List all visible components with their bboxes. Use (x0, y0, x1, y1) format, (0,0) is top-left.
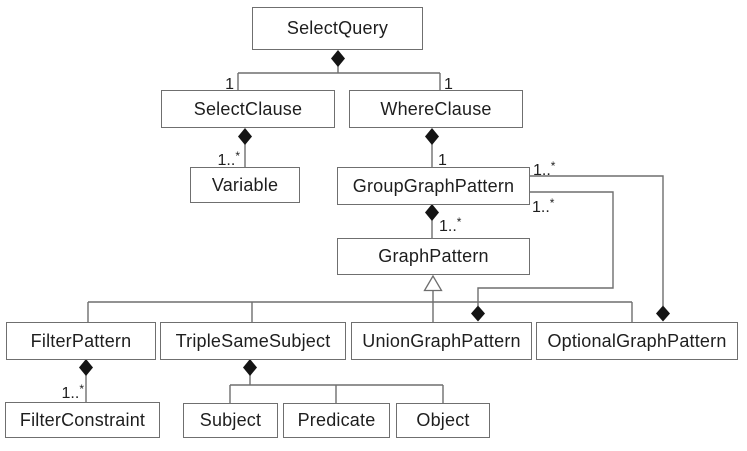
class-box-subject: Subject (183, 403, 278, 438)
class-box-graphpattern: GraphPattern (337, 238, 530, 275)
class-name-triplesamesubject: TripleSameSubject (175, 330, 331, 351)
class-name-groupgraphpattern: GroupGraphPattern (352, 175, 515, 196)
multiplicity-sup: * (456, 215, 462, 229)
connector-selectquery-children (237, 66, 441, 91)
class-box-whereclause: WhereClause (349, 90, 523, 128)
composition-diamond-groupgraphpattern (425, 204, 439, 221)
class-name-subject: Subject (199, 410, 262, 430)
multiplicity-base: 1.. (532, 199, 550, 216)
class-box-optionalgraphpattern: OptionalGraphPattern (536, 322, 738, 360)
multiplicity-base: 1.. (439, 218, 457, 235)
class-name-selectquery: SelectQuery (286, 18, 389, 38)
multiplicity-whereclause-groupgraphpattern: 1 (438, 147, 447, 170)
class-box-selectquery: SelectQuery (252, 7, 423, 50)
class-box-uniongraphpattern: UnionGraphPattern (351, 322, 532, 360)
multiplicity-selectquery-whereclause: 1 (444, 71, 453, 94)
class-name-predicate: Predicate (297, 410, 376, 430)
class-box-filterconstraint: FilterConstraint (5, 402, 160, 438)
composition-diamond-whereclause (425, 128, 439, 145)
composition-diamond-selectquery (331, 50, 345, 67)
multiplicity-filterpattern-filterconstraint: 1..* (46, 380, 84, 403)
connector-triplesamesubject-children (229, 375, 444, 404)
class-box-object: Object (396, 403, 490, 438)
class-box-filterpattern: FilterPattern (6, 322, 156, 360)
class-name-object: Object (416, 410, 470, 430)
generalization-triangle-graphpattern (423, 274, 443, 292)
class-box-predicate: Predicate (283, 403, 390, 438)
multiplicity-base: 1.. (533, 162, 551, 179)
class-name-filterpattern: FilterPattern (30, 330, 132, 351)
class-name-graphpattern: GraphPattern (378, 246, 489, 266)
multiplicity-sup: * (79, 382, 84, 396)
class-name-uniongraphpattern: UnionGraphPattern (362, 330, 521, 351)
class-name-filterconstraint: FilterConstraint (19, 409, 146, 430)
multiplicity-selectclause-variable: 1..* (202, 147, 240, 170)
multiplicity-uniongraphpattern-groupgraphpattern: 1..* (532, 194, 554, 217)
multiplicity-groupgraphpattern-graphpattern: 1..* (439, 213, 461, 236)
class-name-whereclause: WhereClause (380, 98, 492, 119)
multiplicity-base: 1 (225, 76, 234, 93)
class-box-selectclause: SelectClause (161, 90, 335, 128)
composition-diamond-optionalgraphpattern (656, 305, 670, 322)
composition-diamond-filterpattern (79, 359, 93, 376)
class-box-triplesamesubject: TripleSameSubject (160, 322, 346, 360)
composition-diamond-selectclause (238, 128, 252, 145)
multiplicity-sup: * (235, 149, 240, 163)
class-name-variable: Variable (211, 174, 279, 195)
multiplicity-base: 1.. (61, 385, 80, 402)
class-box-variable: Variable (190, 167, 300, 203)
connector-uniongraphpattern-groupgraphpattern (477, 191, 614, 306)
multiplicity-optionalgraphpattern-groupgraphpattern: 1..* (533, 157, 555, 180)
composition-diamond-triplesamesubject (243, 359, 257, 376)
class-name-selectclause: SelectClause (193, 98, 303, 119)
multiplicity-selectquery-selectclause: 1 (204, 71, 234, 94)
multiplicity-base: 1.. (217, 152, 236, 169)
multiplicity-base: 1 (444, 76, 453, 93)
composition-diamond-uniongraphpattern (471, 305, 485, 322)
connector-generalization-rail (87, 290, 633, 323)
connector-optionalgraphpattern-groupgraphpattern (528, 175, 664, 306)
multiplicity-sup: * (550, 159, 556, 173)
class-name-optionalgraphpattern: OptionalGraphPattern (547, 330, 727, 351)
multiplicity-base: 1 (438, 152, 447, 169)
class-box-groupgraphpattern: GroupGraphPattern (337, 167, 530, 205)
multiplicity-sup: * (549, 196, 555, 210)
